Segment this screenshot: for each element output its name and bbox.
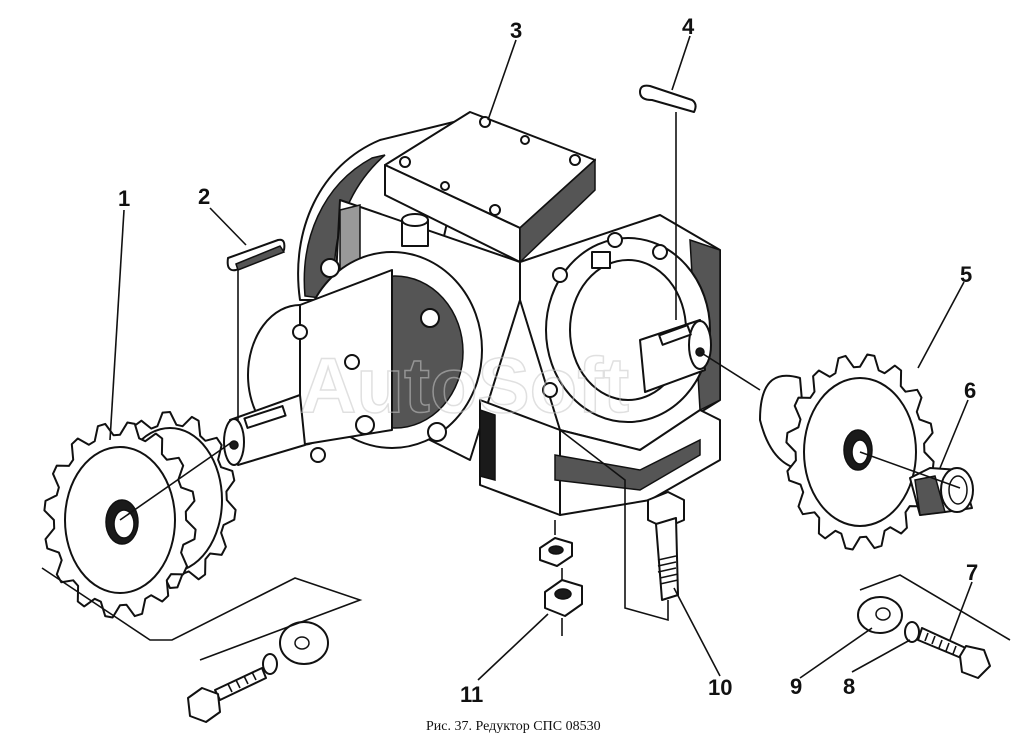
bolt-left bbox=[187, 667, 267, 723]
assembly-lines bbox=[41, 112, 1011, 661]
bushing bbox=[909, 467, 974, 516]
sprocket-right bbox=[759, 353, 935, 551]
figure-caption: Рис. 37. Редуктор СПС 08530 bbox=[426, 719, 601, 734]
watermark: AutoSoft bbox=[300, 341, 629, 429]
part-number-10: 10 bbox=[708, 675, 732, 700]
key-left bbox=[226, 238, 286, 272]
part-number-3: 3 bbox=[510, 18, 522, 43]
bolt-right bbox=[917, 627, 991, 679]
sprocket-left bbox=[43, 411, 237, 619]
part-number-4: 4 bbox=[682, 14, 695, 39]
washer-large-left bbox=[279, 621, 329, 665]
part-number-8: 8 bbox=[843, 674, 855, 699]
key-right bbox=[639, 84, 697, 113]
part-number-7: 7 bbox=[966, 560, 978, 585]
leader-lines bbox=[109, 35, 973, 681]
washer-large-right bbox=[857, 596, 903, 634]
part-number-11: 11 bbox=[460, 682, 483, 707]
input-flange bbox=[223, 251, 483, 466]
nut-lower bbox=[544, 579, 583, 617]
bolt-vertical bbox=[647, 491, 685, 601]
nut-upper bbox=[539, 537, 573, 567]
lock-washer-left bbox=[262, 653, 278, 675]
part-number-6: 6 bbox=[964, 378, 976, 403]
part-number-5: 5 bbox=[960, 262, 972, 287]
part-number-labels: 1 2 3 4 5 6 7 8 9 10 11 bbox=[118, 14, 978, 707]
part-number-9: 9 bbox=[790, 674, 802, 699]
lock-washer-right bbox=[904, 621, 920, 643]
part-number-2: 2 bbox=[198, 184, 210, 209]
part-number-1: 1 bbox=[118, 186, 130, 211]
